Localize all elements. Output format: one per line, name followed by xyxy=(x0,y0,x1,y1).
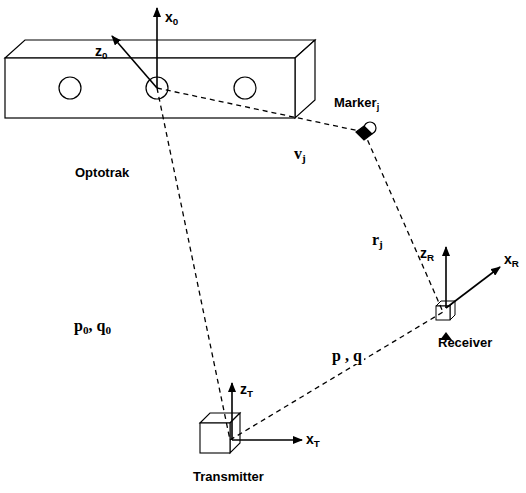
device-name: Receiver xyxy=(438,336,492,349)
axis-label: xR xyxy=(504,252,519,269)
device-name: Markerj xyxy=(334,96,379,112)
vector-label: vj xyxy=(292,146,308,165)
transmitter-axes xyxy=(232,383,302,440)
dashed-vector xyxy=(230,312,443,440)
receiver-axes xyxy=(440,247,500,340)
device-name: Transmitter xyxy=(193,470,264,483)
axis-label: z0 xyxy=(95,44,107,61)
device-node: Transmitter xyxy=(185,410,285,486)
optotrak-axes xyxy=(112,8,157,88)
axis-label: xT xyxy=(306,432,320,449)
axis-label: x0 xyxy=(165,10,178,27)
optotrak-bar xyxy=(5,40,315,118)
axis-label: zR xyxy=(420,246,434,263)
device-name: Optotrak xyxy=(75,166,129,179)
device-node: Receiver xyxy=(420,300,500,350)
vector-label: p0, q0 xyxy=(72,318,113,337)
vector-label: p , q xyxy=(330,348,364,364)
dashed-vector xyxy=(157,88,230,440)
transmitter-cube xyxy=(200,413,240,453)
marker-symbol xyxy=(356,122,376,140)
device-node: Optotrak xyxy=(5,40,317,150)
dashed-vector xyxy=(364,132,443,312)
dashed-vector xyxy=(157,88,364,132)
vector-label: rj xyxy=(370,232,385,251)
axis-label: zT xyxy=(240,382,253,399)
device-node: Markerj xyxy=(330,96,390,140)
